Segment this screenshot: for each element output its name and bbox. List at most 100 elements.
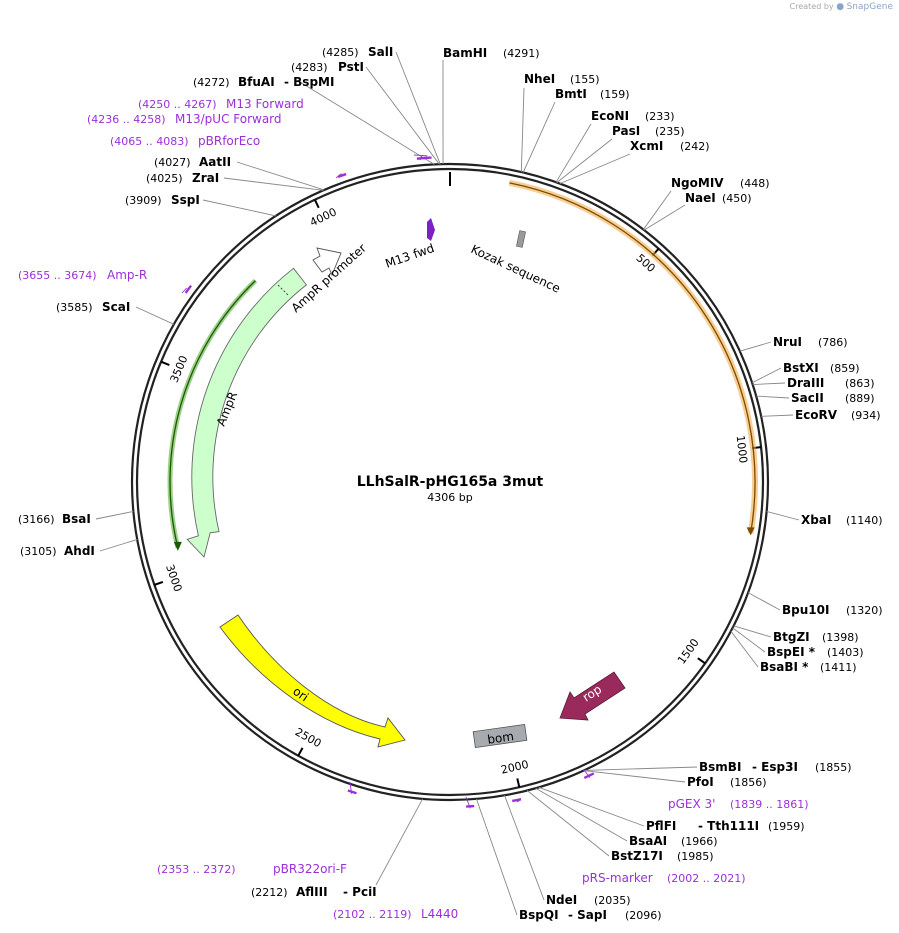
- site-aatii-position: (4027): [154, 156, 191, 169]
- site-scai-position: (3585): [56, 301, 93, 314]
- site-bfuai-alt-name[interactable]: - BspMI: [284, 75, 334, 89]
- site-bspqi-name[interactable]: BspQI: [519, 908, 559, 922]
- primer-prs-marker-name[interactable]: pRS-marker: [582, 871, 653, 885]
- plasmid-name: LLhSalR-pHG165a 3mut: [357, 474, 544, 490]
- site-bstz17i-leader: [526, 790, 610, 857]
- site-bstxi-name[interactable]: BstXI: [783, 361, 819, 375]
- site-bsaai-name[interactable]: BsaAI: [629, 834, 667, 848]
- site-xcmi-position: (242): [680, 140, 710, 153]
- orf-arcs: [167, 179, 758, 551]
- primer-sites: M13 Forward(4250 .. 4267)M13/pUC Forward…: [18, 97, 809, 921]
- primer-m13-puc-forward-name[interactable]: M13/pUC Forward: [175, 112, 282, 126]
- site-afliii-position: (2212): [251, 886, 288, 899]
- site-bspei-name[interactable]: BspEI *: [767, 645, 816, 659]
- site-bsmbi-alt-name[interactable]: - Esp3I: [752, 760, 798, 774]
- site-psti-name[interactable]: PstI: [338, 60, 364, 74]
- site-zrai-name[interactable]: ZraI: [192, 171, 219, 185]
- site-bstz17i-name[interactable]: BstZ17I: [611, 849, 663, 863]
- site-ngomiv-name[interactable]: NgoMIV: [671, 176, 724, 190]
- primer-l4440-name[interactable]: L4440: [421, 907, 458, 921]
- primer-pbr322ori-f-name[interactable]: pBR322ori-F: [273, 862, 347, 876]
- ampr-feature[interactable]: [186, 267, 308, 558]
- orf-green-arrowhead: [173, 541, 182, 551]
- site-pasi-name[interactable]: PasI: [612, 124, 640, 138]
- rop-feature[interactable]: [559, 671, 626, 721]
- site-bsabi-position: (1411): [820, 661, 857, 674]
- site-ecorv-position: (934): [851, 409, 881, 422]
- primer-m13-puc-forward-range: (4236 .. 4258): [87, 113, 166, 126]
- site-bstxi-position: (859): [830, 362, 860, 375]
- primer-pbr322ori-f-leader: [349, 781, 353, 794]
- site-bsai-name[interactable]: BsaI: [62, 512, 91, 526]
- tick-label-3000: 3000: [163, 563, 184, 594]
- site-psti-leader: [365, 66, 440, 165]
- site-scai-leader: [135, 306, 175, 325]
- primer-pgex-3-leader: [583, 769, 591, 778]
- site-sspi-name[interactable]: SspI: [171, 193, 200, 207]
- site-pflfi-alt-name[interactable]: - Tth111I: [698, 819, 759, 833]
- site-naei-position: (450): [722, 192, 752, 205]
- primer-pbr322ori-f-arc[interactable]: [347, 789, 357, 795]
- site-draiii-name[interactable]: DraIII: [787, 376, 824, 390]
- bom-feature[interactable]: [472, 724, 528, 748]
- snapgene-credit: Created by ● SnapGene: [790, 2, 893, 12]
- site-btgzi-name[interactable]: BtgZI: [773, 630, 810, 644]
- site-afliii-alt-name[interactable]: - PciI: [343, 885, 377, 899]
- site-scai-name[interactable]: ScaI: [102, 300, 130, 314]
- site-pflfi-name[interactable]: PflFI: [646, 819, 676, 833]
- site-ahdi-name[interactable]: AhdI: [64, 544, 95, 558]
- site-ecorv-leader: [761, 414, 794, 417]
- site-sali-name[interactable]: SalI: [368, 45, 393, 59]
- site-btgzi-position: (1398): [822, 631, 859, 644]
- site-bspqi-alt-name[interactable]: - SapI: [568, 908, 607, 922]
- site-bmti-leader: [522, 101, 556, 173]
- site-xbai-name[interactable]: XbaI: [801, 513, 831, 527]
- site-bsai-position: (3166): [18, 513, 55, 526]
- site-bmti-name[interactable]: BmtI: [555, 87, 587, 101]
- primer-amp-r-leader: [181, 287, 188, 294]
- site-bsmbi-name[interactable]: BsmBI: [699, 760, 741, 774]
- site-nrui-name[interactable]: NruI: [773, 335, 802, 349]
- site-bspei-leader: [732, 627, 766, 653]
- m13-fwd-feature[interactable]: [427, 218, 435, 241]
- site-sacii-name[interactable]: SacII: [791, 391, 824, 405]
- plasmid-length: 4306 bp: [427, 491, 472, 504]
- site-draiii-position: (863): [845, 377, 875, 390]
- site-bsabi-name[interactable]: BsaBI *: [760, 660, 809, 674]
- primer-m13-forward-name[interactable]: M13 Forward: [226, 97, 304, 111]
- orf-green-arc[interactable]: [169, 280, 256, 548]
- primer-amp-r-arc[interactable]: [184, 284, 192, 294]
- site-xcmi-name[interactable]: XcmI: [630, 139, 663, 153]
- site-ecorv-name[interactable]: EcoRV: [795, 408, 838, 422]
- primer-pgex-3-range: (1839 .. 1861): [730, 798, 809, 811]
- kozak-feature[interactable]: [516, 230, 526, 248]
- primer-prs-marker-arc[interactable]: [511, 797, 522, 803]
- site-ndei-name[interactable]: NdeI: [546, 893, 577, 907]
- site-pfoi-name[interactable]: PfoI: [687, 775, 714, 789]
- site-sali-position: (4285): [322, 46, 359, 59]
- site-afliii-name[interactable]: AflIII: [296, 885, 328, 899]
- site-nhei-name[interactable]: NheI: [524, 72, 555, 86]
- tick-mark-3500: [160, 360, 170, 367]
- site-pflfi-position: (1959): [768, 820, 805, 833]
- primer-m13-puc-forward-arc[interactable]: [416, 156, 428, 160]
- site-econi-name[interactable]: EcoNI: [591, 109, 629, 123]
- site-bmti-position: (159): [600, 88, 630, 101]
- site-bsmbi-position: (1855): [815, 761, 852, 774]
- site-bpu10i-name[interactable]: Bpu10I: [782, 603, 829, 617]
- orf-orange-arc[interactable]: [509, 182, 756, 534]
- site-ahdi-position: (3105): [20, 545, 57, 558]
- site-bstz17i-position: (1985): [677, 850, 714, 863]
- tick-mark-4000: [313, 199, 320, 209]
- primer-pgex-3-name[interactable]: pGEX 3': [668, 797, 715, 811]
- site-aatii-name[interactable]: AatII: [199, 155, 231, 169]
- site-naei-name[interactable]: NaeI: [685, 191, 716, 205]
- site-bamhi-name[interactable]: BamHI: [443, 46, 487, 60]
- site-bfuai-name[interactable]: BfuAI: [238, 75, 275, 89]
- ori-feature[interactable]: [219, 614, 406, 748]
- primer-pbrforeco-name[interactable]: pBRforEco: [198, 134, 260, 148]
- primer-amp-r-name[interactable]: Amp-R: [107, 268, 147, 282]
- ampr-promoter-feature[interactable]: [312, 247, 342, 277]
- tick-mark-2500: [297, 747, 304, 757]
- tick-label-4000: 4000: [308, 205, 339, 229]
